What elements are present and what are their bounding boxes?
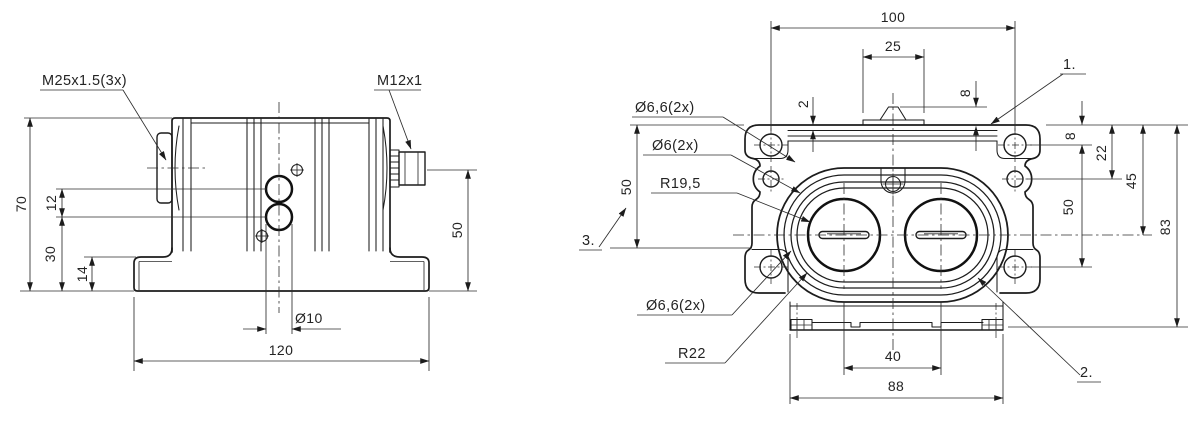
gland-thread-label: M25x1.5(3x) (42, 73, 127, 89)
corner-holes-top-label: Ø6,6(2x) (635, 100, 695, 116)
dim-hole-rows-label: 50 (1060, 199, 1076, 215)
dim-overall-height-top-label: 83 (1157, 219, 1173, 235)
dim-port-diameter-label: Ø10 (295, 310, 323, 326)
side-holes-label: Ø6(2x) (652, 138, 699, 154)
dim-tab-width-label: 25 (885, 38, 901, 54)
mounting-holes (754, 128, 1032, 284)
dim-base-width-label: 120 (269, 342, 294, 358)
mounting-foot (133, 247, 430, 292)
ref-3-label: 3. (582, 233, 595, 249)
housing-body (171, 117, 391, 253)
top-view: 100 25 2 8 50 8 50 (579, 9, 1188, 404)
base-strip (789, 301, 1004, 340)
dim-edge-to-side-hole-label: 22 (1093, 145, 1109, 161)
dim-edge-to-axis-label: 45 (1123, 173, 1139, 189)
top-callouts: Ø6,6(2x) Ø6(2x) R19,5 Ø6,6(2x) R22 1. 2.… (579, 57, 1101, 383)
dim-bore-spacing-label: 40 (885, 348, 901, 364)
side-dimensions: 70 12 30 14 50 Ø10 120 (13, 117, 477, 371)
hydraulic-ports (255, 163, 304, 243)
dim-port-base-label: 30 (42, 246, 58, 262)
dim-shoulder-height-label: 50 (618, 179, 634, 195)
boss-radius-label: R22 (678, 346, 706, 362)
connector-thread-label: M12x1 (377, 73, 423, 89)
dim-port-offset-label: 12 (43, 195, 59, 211)
top-centerlines (733, 93, 1152, 352)
side-callouts: M25x1.5(3x) M12x1 (40, 73, 423, 161)
side-view: 70 12 30 14 50 Ø10 120 M25x1.5(3x) M12 (13, 73, 477, 371)
dim-edge-to-hole-label: 8 (1062, 132, 1078, 140)
dim-tab-height-label: 8 (957, 89, 973, 97)
dim-connector-height-label: 50 (449, 222, 465, 238)
top-tab (862, 106, 925, 126)
dim-plate-thickness-label: 2 (795, 100, 811, 108)
dim-hole-span-label: 100 (881, 9, 906, 25)
bore-radius-label: R19,5 (660, 176, 701, 192)
ref-2-label: 2. (1080, 365, 1093, 381)
top-dimensions: 100 25 2 8 50 8 50 (610, 9, 1188, 404)
side-centerlines (147, 102, 280, 313)
dim-foot-thickness-label: 14 (74, 266, 90, 282)
connector-m12 (389, 149, 426, 188)
dim-overall-height-label: 70 (13, 196, 29, 212)
dim-base-width-top-label: 88 (888, 378, 904, 394)
corner-holes-bottom-label: Ø6,6(2x) (646, 298, 706, 314)
ref-1-label: 1. (1063, 57, 1076, 73)
